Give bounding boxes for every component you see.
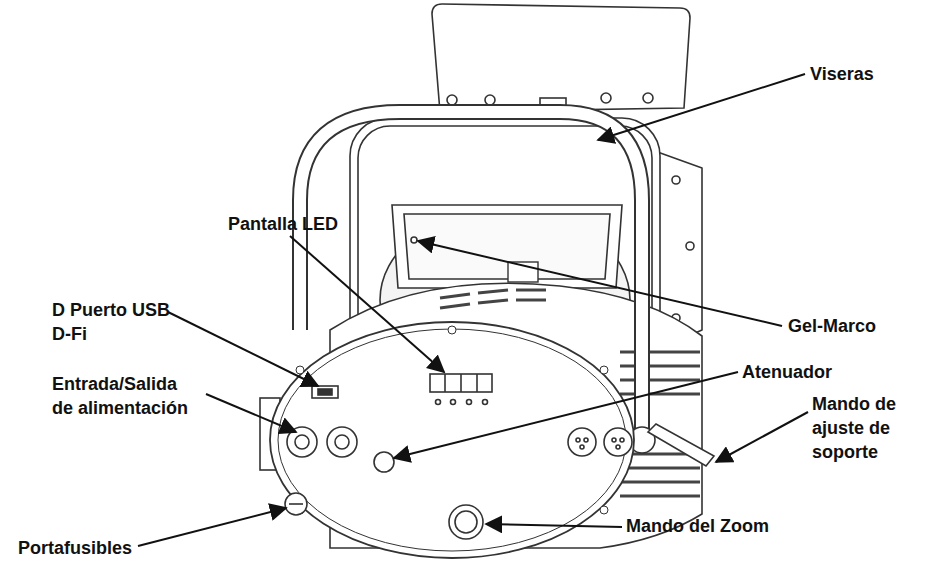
gel-frame	[392, 205, 622, 288]
rear-panel	[260, 322, 634, 558]
part-label: Portafusibles	[18, 536, 158, 560]
support-knob-part	[648, 424, 714, 466]
fixture-body-part-part	[620, 481, 700, 484]
leader-lines-part	[486, 524, 622, 527]
rear-panel-part	[600, 366, 608, 374]
panel-parts-part	[568, 428, 596, 456]
top-barndoor-part	[601, 93, 611, 103]
part-label: Mando del Zoom	[626, 514, 806, 538]
panel-parts-part	[612, 438, 616, 442]
panel-parts-part	[335, 435, 349, 449]
fixture-body-part-part	[478, 290, 508, 293]
rear-panel-part	[448, 326, 456, 334]
part-label: Mando de ajuste de soporte	[812, 392, 912, 464]
panel-parts-part	[620, 438, 624, 442]
panel-parts-part	[584, 438, 588, 442]
rear-panel-part	[600, 506, 608, 514]
panel-parts-part	[460, 374, 462, 392]
fixture-body-part-part	[620, 365, 700, 368]
part-label: Gel-Marco	[788, 314, 928, 338]
panel-parts-part	[289, 503, 303, 505]
gel-frame-part	[404, 214, 610, 279]
top-barndoor	[432, 4, 690, 114]
part-label: Pantalla LED	[228, 212, 368, 236]
leader-lines-part	[418, 241, 782, 326]
leader-lines	[138, 74, 808, 546]
fixture-body-part-part	[620, 351, 700, 354]
panel-parts-part	[467, 400, 472, 405]
panel-parts-part	[451, 400, 456, 405]
barndoor-flaps-part	[672, 176, 680, 184]
panel-parts-part	[476, 374, 478, 392]
fixture-body-part-part	[516, 289, 546, 292]
fixture-body-part-part	[620, 393, 700, 396]
panel-parts-part	[285, 493, 307, 515]
panel-parts-part	[444, 374, 446, 392]
leader-lines-part	[394, 372, 738, 458]
fixture-body-part-part	[620, 379, 700, 382]
panel-parts-part	[449, 505, 483, 539]
panel-parts-part	[436, 400, 441, 405]
support-knob	[629, 424, 714, 466]
fixture-body-part-part	[620, 467, 700, 470]
fixture-body-part-part	[478, 300, 508, 303]
gel-frame-part	[392, 205, 622, 288]
fixture-body-part-part	[440, 304, 470, 308]
panel-parts-part	[312, 386, 338, 398]
panel-parts-part	[576, 438, 580, 442]
top-barndoor-part	[447, 95, 457, 105]
panel-parts-part	[604, 428, 632, 456]
rear-panel-part	[278, 329, 626, 551]
gel-frame-part	[411, 237, 417, 243]
panel-parts-part	[616, 445, 620, 449]
panel-parts-part	[430, 374, 492, 392]
fixture-body-part-part	[516, 299, 546, 302]
part-label: D Puerto USB D-Fi	[52, 298, 174, 346]
fixture-body-part-part	[620, 495, 700, 498]
top-barndoor-part	[643, 93, 653, 103]
panel-parts-part	[287, 427, 317, 457]
top-barndoor-part	[485, 95, 495, 105]
panel-parts-part	[327, 427, 357, 457]
part-label: Atenuador	[742, 360, 882, 384]
leader-lines-part	[598, 74, 805, 140]
leader-lines-part	[138, 508, 286, 546]
fixture-body-part-part	[440, 294, 470, 298]
leader-lines-part	[716, 412, 808, 462]
part-label: Viseras	[810, 62, 930, 86]
top-barndoor-part	[432, 4, 690, 112]
leader-lines-part	[290, 236, 444, 372]
part-label: Entrada/Salida de alimentación	[52, 372, 202, 420]
leader-lines-part	[168, 312, 318, 386]
rear-panel-part	[296, 366, 304, 374]
rear-panel-part	[270, 322, 634, 558]
panel-parts-part	[580, 445, 584, 449]
panel-parts-part	[374, 452, 394, 472]
panel-parts	[285, 374, 632, 539]
panel-parts-part	[318, 389, 332, 395]
panel-parts-part	[455, 511, 477, 533]
panel-parts-part	[295, 435, 309, 449]
barndoor-flaps-part	[686, 242, 694, 250]
panel-parts-part	[483, 400, 488, 405]
leader-lines-part	[206, 394, 296, 432]
